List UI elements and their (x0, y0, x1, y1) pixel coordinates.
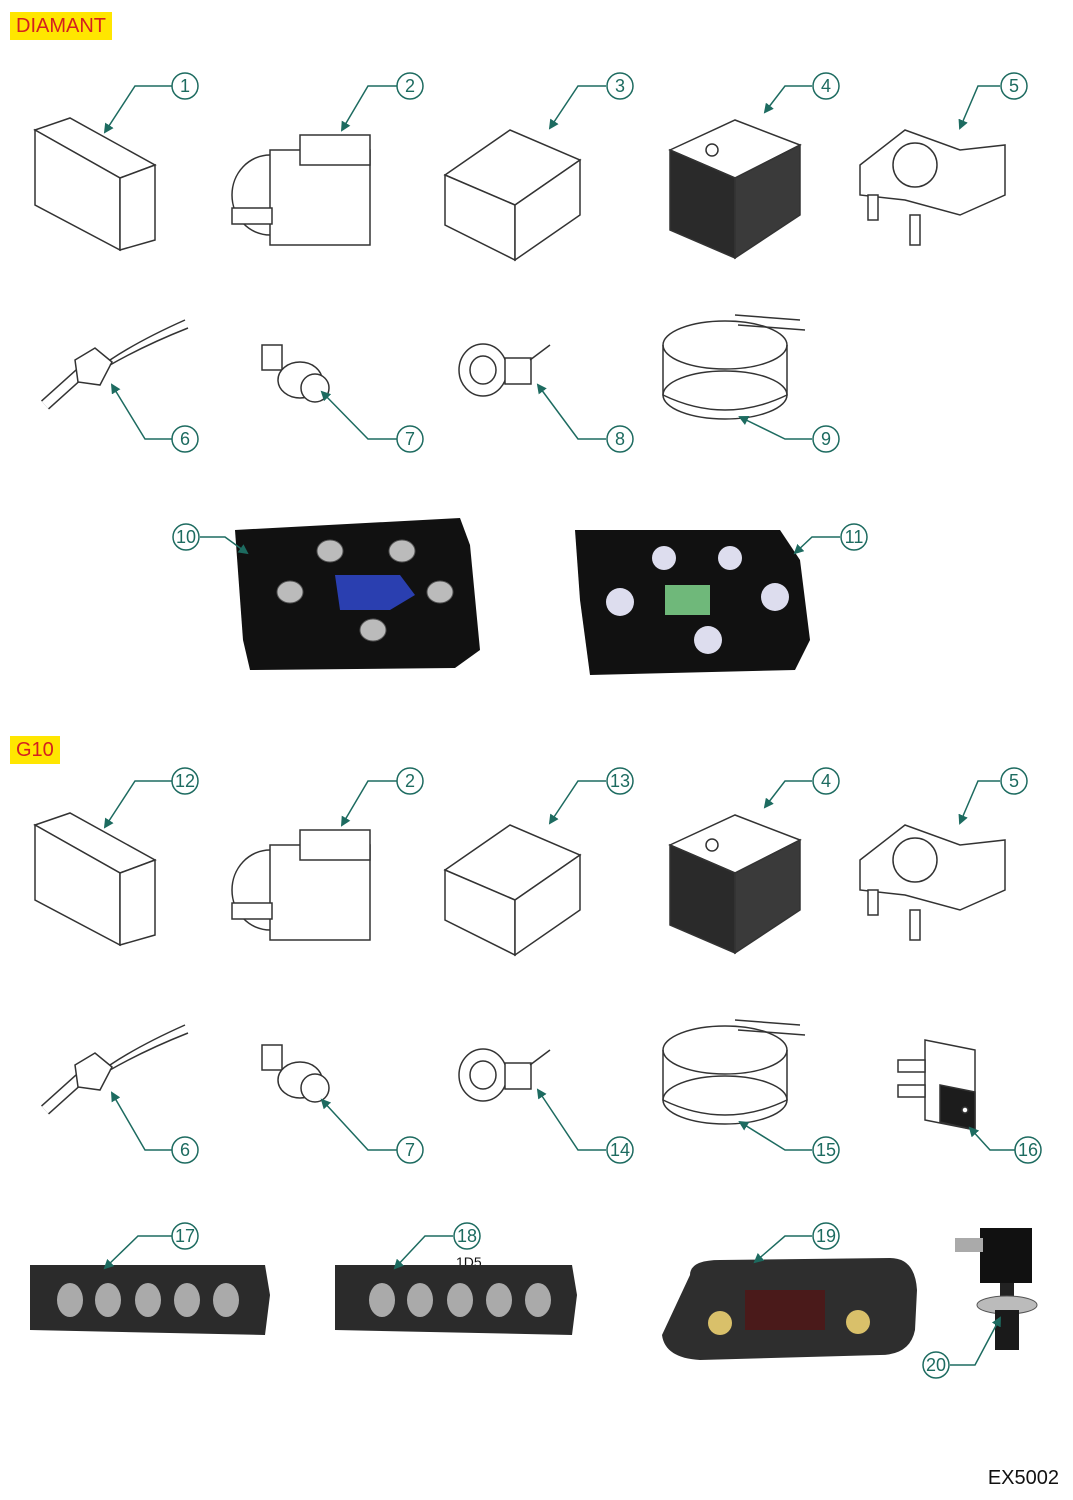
part-2-rotary-switch (231, 134, 371, 246)
part-15-band-heater (662, 1019, 806, 1125)
callout-12: 12 (171, 767, 199, 795)
callout-number: 18 (457, 1226, 477, 1246)
callout-number: 13 (610, 771, 630, 791)
callout-5: 5 (1000, 72, 1028, 100)
callout-11: 11 (840, 523, 868, 551)
callout-number: 6 (180, 429, 190, 449)
part-11-control-panel (575, 530, 810, 675)
callout-leaders (103, 85, 1015, 1366)
callout-number: 4 (821, 76, 831, 96)
callout-4: 4 (812, 767, 840, 795)
part-1-relay-box (33, 117, 157, 252)
callout-number: 5 (1009, 771, 1019, 791)
callout-number: 16 (1018, 1140, 1038, 1160)
part-19-display-panel (662, 1258, 917, 1360)
part-12-relay-box (33, 812, 157, 947)
part-7-pilot-light (261, 344, 330, 403)
callout-10: 10 (172, 523, 200, 551)
part-6b-temperature-probe (40, 1024, 189, 1115)
part-10-control-panel (235, 518, 480, 670)
callout-number: 8 (615, 429, 625, 449)
callout-15: 15 (812, 1136, 840, 1164)
callout-number: 3 (615, 76, 625, 96)
reference-code: EX5002 (987, 1467, 1059, 1489)
callout-6: 6 (171, 425, 199, 453)
callout-number: 4 (821, 771, 831, 791)
part-3-terminal-block (443, 129, 582, 262)
callout-9: 9 (812, 425, 840, 453)
callout-number: 17 (175, 1226, 195, 1246)
part-5-flow-meter (859, 129, 1006, 246)
callout-number: 12 (175, 771, 195, 791)
part-8-buzzer (458, 343, 551, 397)
callout-number: 10 (176, 527, 196, 547)
callout-number: 5 (1009, 76, 1019, 96)
callout-number: 9 (821, 429, 831, 449)
part-13-terminal-block (443, 824, 582, 957)
part-20-air-pressure-switch (955, 1228, 1038, 1350)
callout-20: 20 (922, 1351, 950, 1379)
callout-1: 1 (171, 72, 199, 100)
part-9-band-heater (662, 314, 806, 420)
callout-13: 13 (606, 767, 634, 795)
callout-6: 6 (171, 1136, 199, 1164)
part-4-pressure-switch (668, 119, 802, 260)
part-5b-flow-meter (859, 824, 1006, 941)
callout-7: 7 (396, 1136, 424, 1164)
part-2b-rotary-switch (231, 829, 371, 941)
part-16-rocker-switch (897, 1039, 976, 1131)
part-4b-pressure-switch (668, 814, 802, 955)
part-6-temperature-probe (40, 319, 189, 410)
callout-17: 17 (171, 1222, 199, 1250)
part-18-keypad (335, 1265, 577, 1335)
callout-7: 7 (396, 425, 424, 453)
callout-18: 18 (453, 1222, 481, 1250)
callout-number: 15 (816, 1140, 836, 1160)
callout-number: 6 (180, 1140, 190, 1160)
callout-5: 5 (1000, 767, 1028, 795)
callout-2: 2 (396, 72, 424, 100)
callout-number: 2 (405, 771, 415, 791)
section-label-g10: G10 (10, 736, 60, 764)
part-14-buzzer (458, 1048, 551, 1102)
callout-number: 20 (926, 1355, 946, 1375)
callout-number: 7 (405, 429, 415, 449)
callout-number: 14 (610, 1140, 630, 1160)
callout-14: 14 (606, 1136, 634, 1164)
callout-number: 1 (180, 76, 190, 96)
callout-16: 16 (1014, 1136, 1042, 1164)
callout-19: 19 (812, 1222, 840, 1250)
section-label-diamant: DIAMANT (10, 12, 112, 40)
callout-2: 2 (396, 767, 424, 795)
part-7b-pilot-light (261, 1044, 330, 1103)
callout-number: 19 (816, 1226, 836, 1246)
callout-number: 7 (405, 1140, 415, 1160)
part-17-keypad (30, 1265, 270, 1335)
callout-3: 3 (606, 72, 634, 100)
callout-4: 4 (812, 72, 840, 100)
callout-number: 11 (845, 527, 864, 547)
callout-8: 8 (606, 425, 634, 453)
callout-number: 2 (405, 76, 415, 96)
